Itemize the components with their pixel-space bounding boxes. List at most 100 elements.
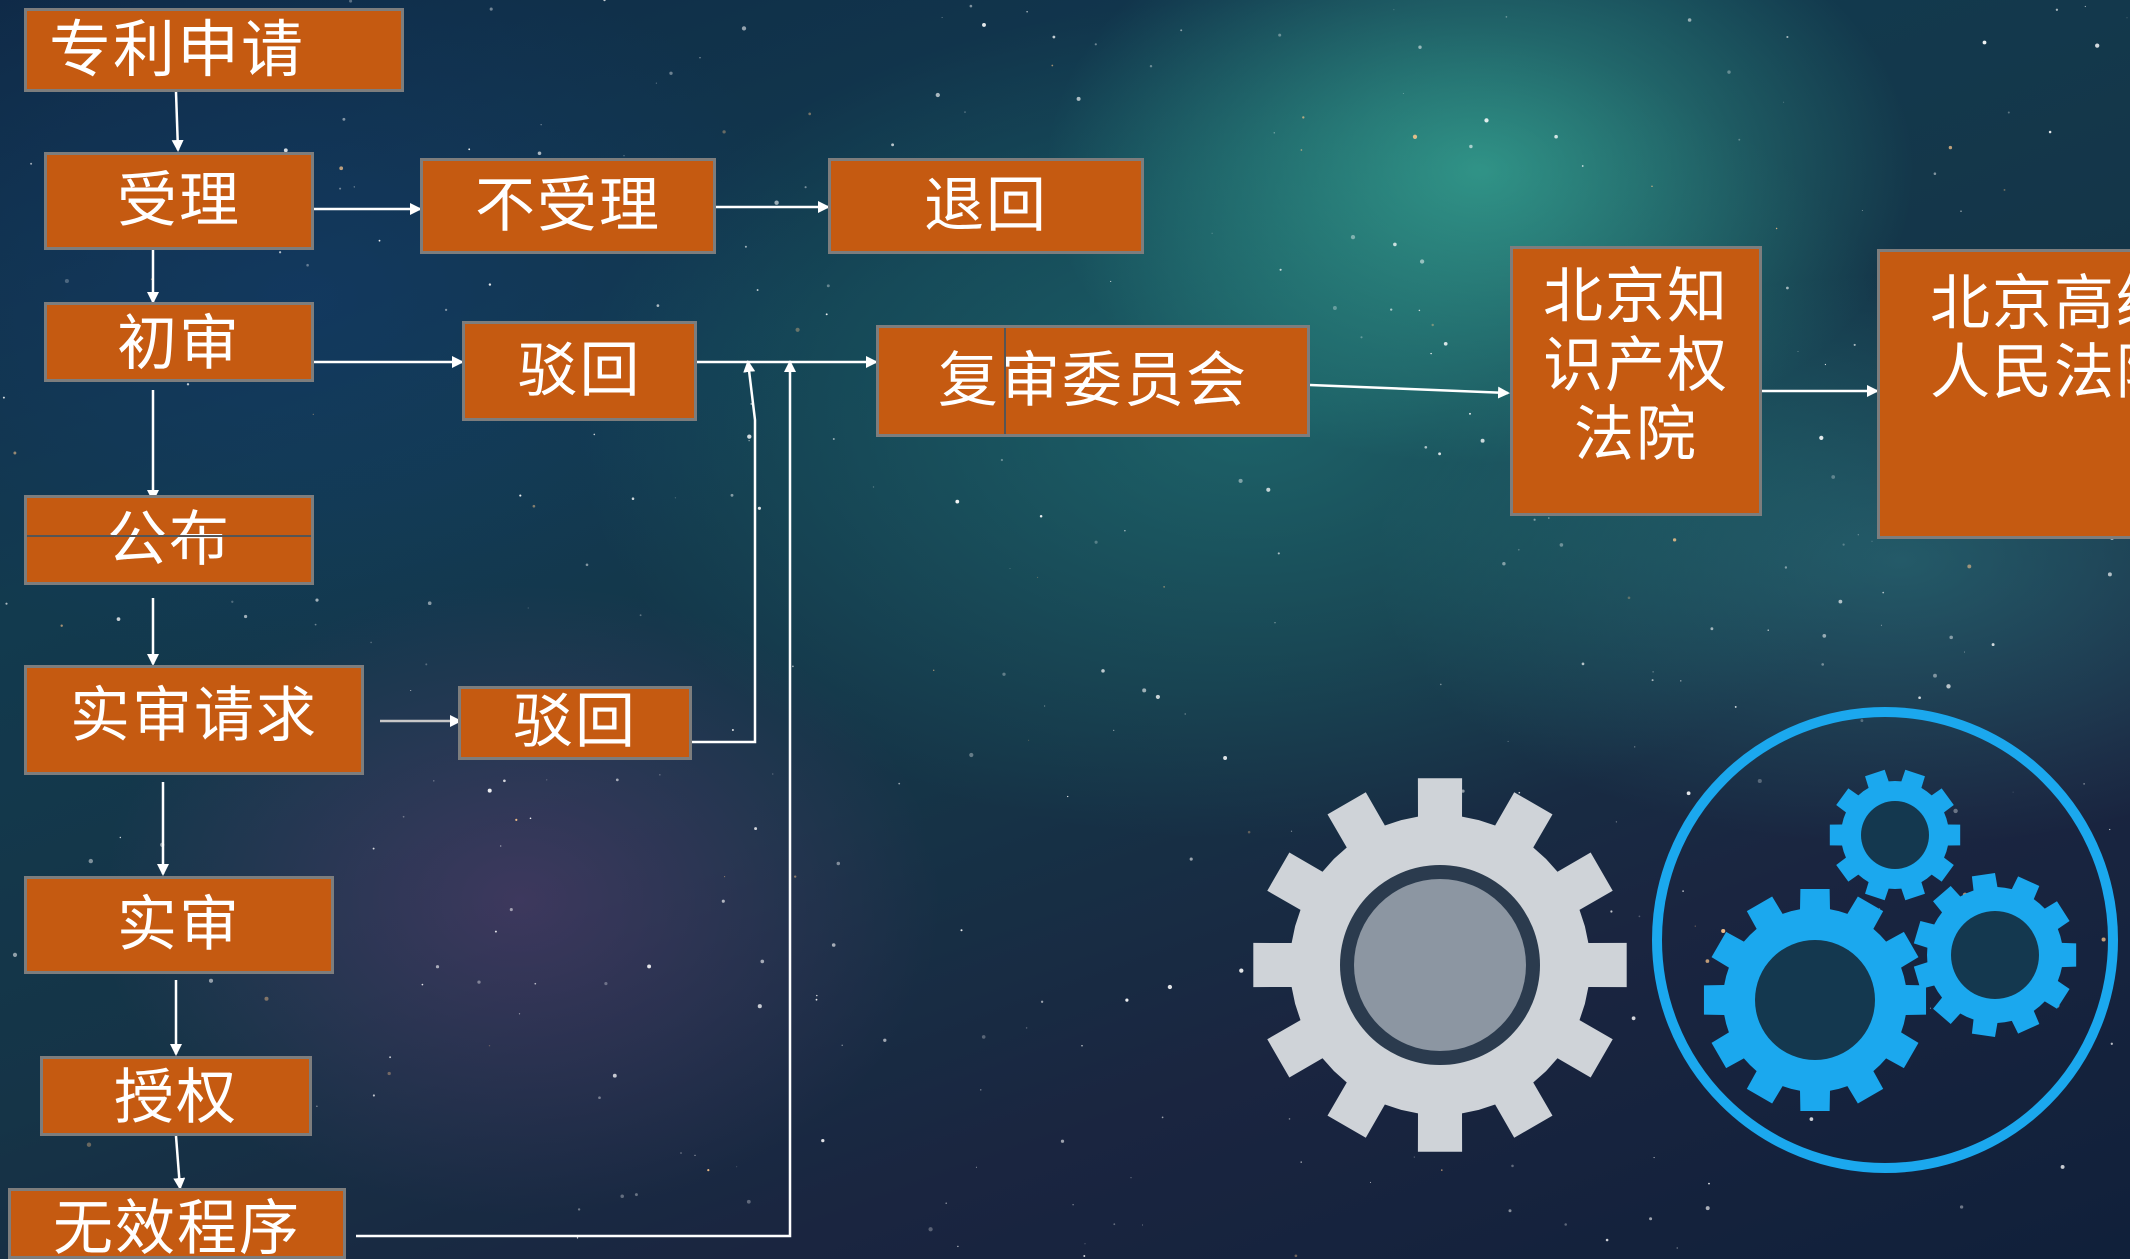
star: [623, 155, 625, 157]
star: [1239, 968, 1244, 973]
star: [1615, 821, 1618, 823]
star: [1167, 984, 1173, 990]
star: [1680, 680, 1682, 682]
star: [353, 186, 355, 188]
star: [1721, 928, 1726, 934]
star: [532, 504, 536, 508]
star: [1508, 1209, 1512, 1213]
star: [620, 1194, 624, 1199]
star: [1431, 323, 1434, 327]
star: [1581, 165, 1584, 167]
star: [1638, 915, 1641, 918]
star: [487, 788, 492, 793]
star: [1009, 567, 1011, 569]
star: [86, 1142, 92, 1147]
star: [1705, 959, 1710, 963]
star: [792, 665, 794, 668]
star: [12, 952, 18, 958]
star: [981, 1035, 986, 1039]
star: [1043, 705, 1046, 707]
star: [1443, 341, 1448, 346]
star: [730, 493, 734, 497]
star: [1842, 543, 1845, 546]
star: [1094, 43, 1097, 46]
star: [694, 1154, 696, 1157]
star: [1101, 669, 1105, 673]
node-patent-application: 专利申请: [24, 8, 404, 92]
star: [509, 908, 513, 912]
star: [387, 1071, 391, 1076]
star: [378, 239, 381, 242]
star: [1277, 552, 1280, 555]
star: [957, 1245, 959, 1248]
star: [772, 773, 774, 775]
star: [1081, 1045, 1083, 1047]
star: [1274, 622, 1276, 624]
node-acceptance: 受理: [44, 152, 314, 250]
star: [612, 1073, 617, 1078]
star: [519, 494, 522, 497]
star: [750, 403, 752, 405]
star: [477, 980, 481, 984]
star: [444, 308, 448, 312]
star: [1871, 540, 1873, 542]
node-return: 退回: [828, 158, 1144, 254]
star: [836, 861, 841, 866]
star: [1821, 663, 1825, 666]
star: [746, 1199, 751, 1204]
star: [60, 624, 63, 627]
star: [1822, 634, 1827, 638]
star: [1651, 679, 1654, 682]
star: [1672, 538, 1677, 542]
node-reexamination-board: 复审委员会: [876, 325, 1310, 437]
star: [1076, 96, 1081, 101]
star: [2060, 1164, 2065, 1169]
node-beijing-high-court: 北京高级 人民法院: [1877, 249, 2130, 539]
star: [1002, 672, 1006, 676]
star: [1294, 1254, 1298, 1258]
star: [1484, 118, 1489, 123]
star: [756, 289, 759, 291]
star: [1819, 435, 1824, 441]
star: [427, 601, 432, 606]
star: [1581, 662, 1585, 666]
star: [1266, 487, 1271, 492]
star: [757, 506, 761, 510]
star: [1189, 857, 1193, 861]
star: [435, 965, 440, 969]
star: [1161, 1116, 1164, 1119]
star: [1180, 29, 1183, 32]
star: [1469, 144, 1473, 149]
star: [825, 313, 828, 316]
star: [1797, 351, 1799, 352]
star: [969, 4, 973, 8]
star: [821, 1138, 825, 1143]
star: [722, 130, 726, 134]
star: [832, 438, 835, 440]
star: [631, 497, 635, 500]
star: [1649, 1217, 1653, 1221]
star: [1413, 1156, 1415, 1158]
star: [1775, 227, 1778, 230]
star: [1155, 694, 1160, 699]
board-divider: [1004, 328, 1006, 434]
star: [1072, 1204, 1074, 1206]
star: [208, 978, 214, 983]
star: [1300, 149, 1303, 151]
star: [794, 875, 797, 878]
arrow-board-to-ip-court: [1309, 383, 1510, 399]
star: [1918, 696, 1921, 700]
star: [721, 899, 725, 903]
star: [2083, 783, 2085, 785]
star: [1784, 566, 1788, 569]
star: [1184, 713, 1186, 715]
star: [1141, 1224, 1144, 1226]
star: [639, 614, 642, 617]
star: [1142, 688, 1147, 693]
star: [30, 162, 33, 165]
star: [1502, 561, 1506, 566]
star: [2095, 43, 2100, 48]
star: [1124, 530, 1126, 532]
star: [1113, 729, 1115, 732]
star: [306, 263, 309, 267]
